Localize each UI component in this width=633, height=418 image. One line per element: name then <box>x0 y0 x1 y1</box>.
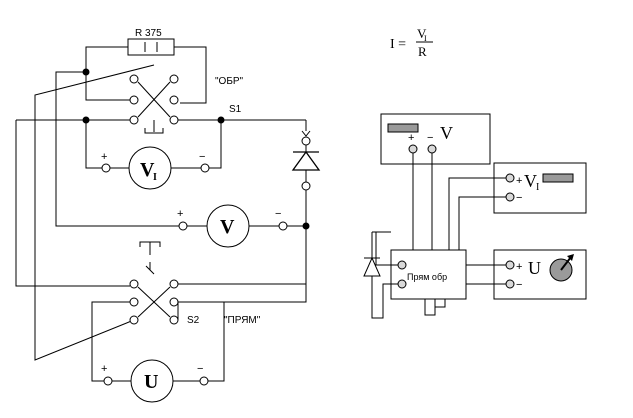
s1-contact-tl <box>129 74 139 84</box>
switch-obr-label: "ОБР" <box>215 76 244 87</box>
device-u-knob-arrow <box>560 256 572 271</box>
vi-term-minus <box>200 163 210 173</box>
formula-numerator: V <box>417 26 427 41</box>
device-u-label: U <box>528 258 541 278</box>
switch-block <box>390 249 467 300</box>
v-term-minus <box>278 221 288 231</box>
device-v-plus: + <box>408 132 414 144</box>
s2-contact-mr <box>169 297 179 307</box>
formula-lhs: I = <box>390 37 406 52</box>
switch-s2-label: S2 <box>187 315 200 326</box>
device-vi-term-minus <box>505 192 515 202</box>
vi-wire-to-c <box>209 120 222 169</box>
vi-term-plus <box>101 163 111 173</box>
switch-pryam-label: "ПРЯМ" <box>224 315 261 326</box>
device-vi-label: V <box>524 171 537 191</box>
diode-term-top <box>301 136 311 146</box>
device-v-term-plus <box>408 144 418 154</box>
s1-cross-2 <box>137 81 171 118</box>
wire-v-left <box>55 71 210 227</box>
s2-contact-ml <box>129 297 139 307</box>
s2-contact-br <box>169 315 179 325</box>
device-u-plus: + <box>516 261 522 273</box>
s2-contact-bl <box>129 315 139 325</box>
s2-handle-spring <box>145 262 155 275</box>
meter-v-letter: V <box>220 216 235 238</box>
rdiode-wire-top <box>375 231 398 266</box>
v-plus-sign: + <box>177 208 183 220</box>
switch-s1-label: S1 <box>229 104 242 115</box>
s2-cross-2 <box>137 286 171 318</box>
s1-contact-br <box>169 115 179 125</box>
wire-diag-1 <box>34 64 155 361</box>
switch-block-lever-2 <box>434 298 446 308</box>
diode-arrow <box>301 130 311 137</box>
s1-contact-tr <box>169 74 179 84</box>
device-vi-display <box>542 173 574 183</box>
vi-plus-sign: + <box>101 151 107 163</box>
rwire-vi-minus <box>458 196 506 250</box>
device-vi-box <box>493 162 587 214</box>
v-minus-sign: − <box>275 208 281 220</box>
wire-resistor-right <box>174 46 207 104</box>
meter-vi-letter: V <box>140 159 155 181</box>
device-v-display <box>387 123 419 133</box>
meter-u-letter: U <box>144 371 158 393</box>
u-minus-sign: − <box>197 363 203 375</box>
rdiode-triangle <box>363 256 381 277</box>
device-u-term-minus <box>505 279 515 289</box>
switch-block-label: Прям обр <box>407 272 447 282</box>
formula-numerator-sub: I <box>424 34 427 43</box>
device-u-minus: − <box>516 279 522 291</box>
s1-contact-mr <box>169 95 179 105</box>
device-v-box <box>380 113 491 165</box>
diode-term-bottom <box>301 181 311 191</box>
resistor-r <box>127 38 175 56</box>
s2-wire-u-right <box>178 301 225 382</box>
u-term-plus <box>103 376 113 386</box>
v-term-plus <box>178 221 188 231</box>
resistor-label: R 375 <box>135 28 162 39</box>
diode-triangle <box>291 150 321 171</box>
device-vi-plus: + <box>516 175 522 187</box>
rdiode-wire-bottom <box>371 276 398 319</box>
s2-contact-tr <box>169 279 179 289</box>
wire-resistor-left <box>85 46 128 72</box>
switch-block-term-bottom <box>397 279 407 289</box>
vi-wire-to-a <box>85 120 102 169</box>
u-term-minus <box>199 376 209 386</box>
device-vi-minus: − <box>516 192 522 204</box>
device-v-term-minus <box>427 144 437 154</box>
device-u-knob-arrowhead <box>567 254 574 261</box>
s2-contact-tl <box>129 279 139 289</box>
device-v-minus: − <box>427 132 433 144</box>
wire-left-rail <box>15 120 130 287</box>
rwire-vi-plus <box>448 177 506 250</box>
vi-minus-sign: − <box>199 151 205 163</box>
s1-handle <box>144 128 164 134</box>
formula-denominator: R <box>418 44 427 59</box>
switch-block-lever-1 <box>424 298 436 316</box>
device-vi-term-plus <box>505 173 515 183</box>
device-v-label: V <box>440 123 453 143</box>
wire-s1-ml <box>85 72 130 101</box>
s1-contact-ml <box>129 95 139 105</box>
switch-block-term-top <box>397 260 407 270</box>
device-vi-sub: I <box>536 182 539 193</box>
device-u-term-plus <box>505 260 515 270</box>
meter-vi-sub: I <box>153 172 157 183</box>
s2-wire-ml <box>91 301 130 382</box>
u-plus-sign: + <box>101 363 107 375</box>
s1-contact-bl <box>129 115 139 125</box>
